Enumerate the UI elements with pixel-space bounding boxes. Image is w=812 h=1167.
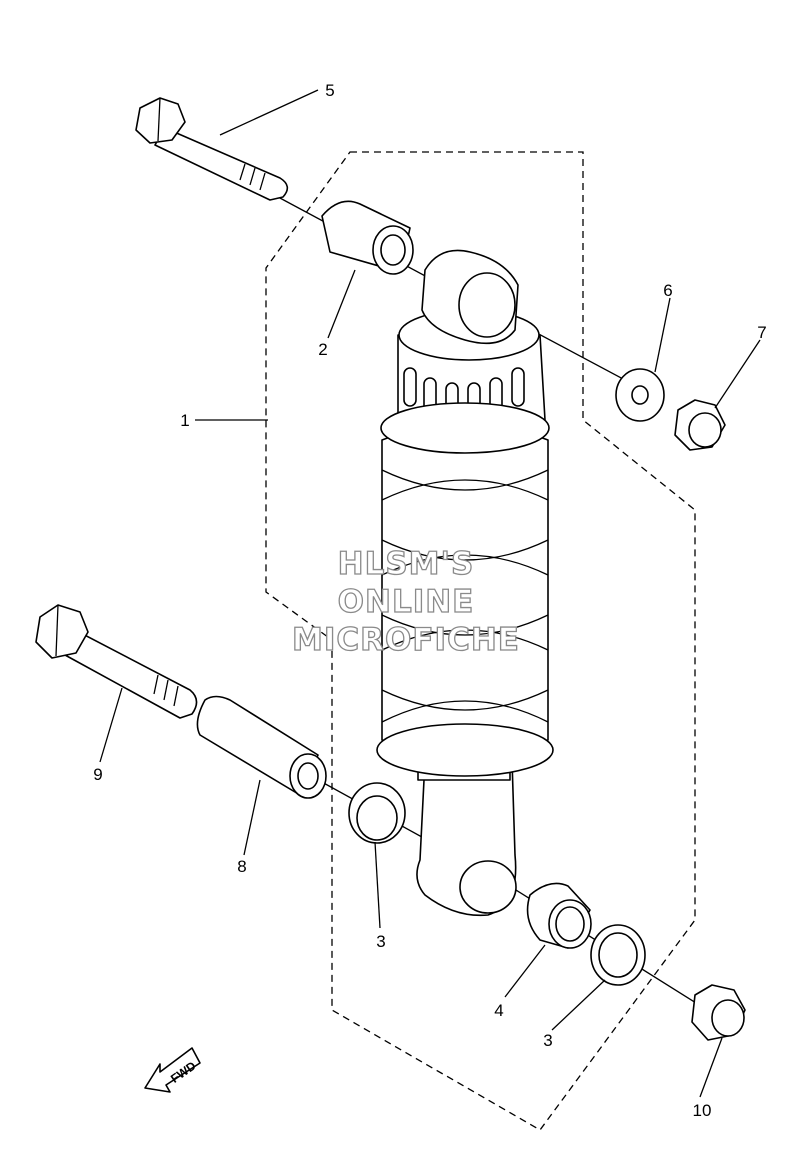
assembly-boundary [265, 151, 696, 1131]
lower-bearing [526, 882, 592, 949]
watermark: HLSM'S ONLINE MICROFICHE [291, 545, 520, 658]
lower-seal-left [348, 782, 406, 844]
arrow-left-icon [144, 1047, 201, 1093]
upper-nut [674, 399, 726, 451]
lower-nut [691, 984, 746, 1041]
callout-8: 8 [237, 857, 246, 876]
watermark-line-2: ONLINE [338, 584, 475, 620]
lower-seal-right [590, 924, 646, 986]
callout-leaders [99, 89, 761, 1098]
callout-5: 5 [325, 81, 334, 100]
watermark-line-3: MICROFICHE [292, 622, 520, 658]
callout-3-right: 3 [543, 1031, 552, 1050]
lower-collar [196, 695, 327, 799]
callout-7: 7 [757, 323, 766, 342]
shock-absorber [376, 249, 554, 917]
upper-washer [615, 368, 665, 422]
fwd-direction-marker: FWD [144, 1047, 201, 1093]
callout-4: 4 [494, 1001, 503, 1020]
callout-1: 1 [180, 411, 189, 430]
watermark-line-1: HLSM'S [338, 546, 475, 582]
callout-3-left: 3 [376, 932, 385, 951]
callout-9: 9 [93, 765, 102, 784]
upper-bolt [135, 97, 289, 201]
callout-10: 10 [693, 1101, 712, 1120]
callout-2: 2 [318, 340, 327, 359]
lower-bolt [35, 604, 198, 719]
callout-6: 6 [663, 281, 672, 300]
upper-collar [321, 200, 414, 275]
